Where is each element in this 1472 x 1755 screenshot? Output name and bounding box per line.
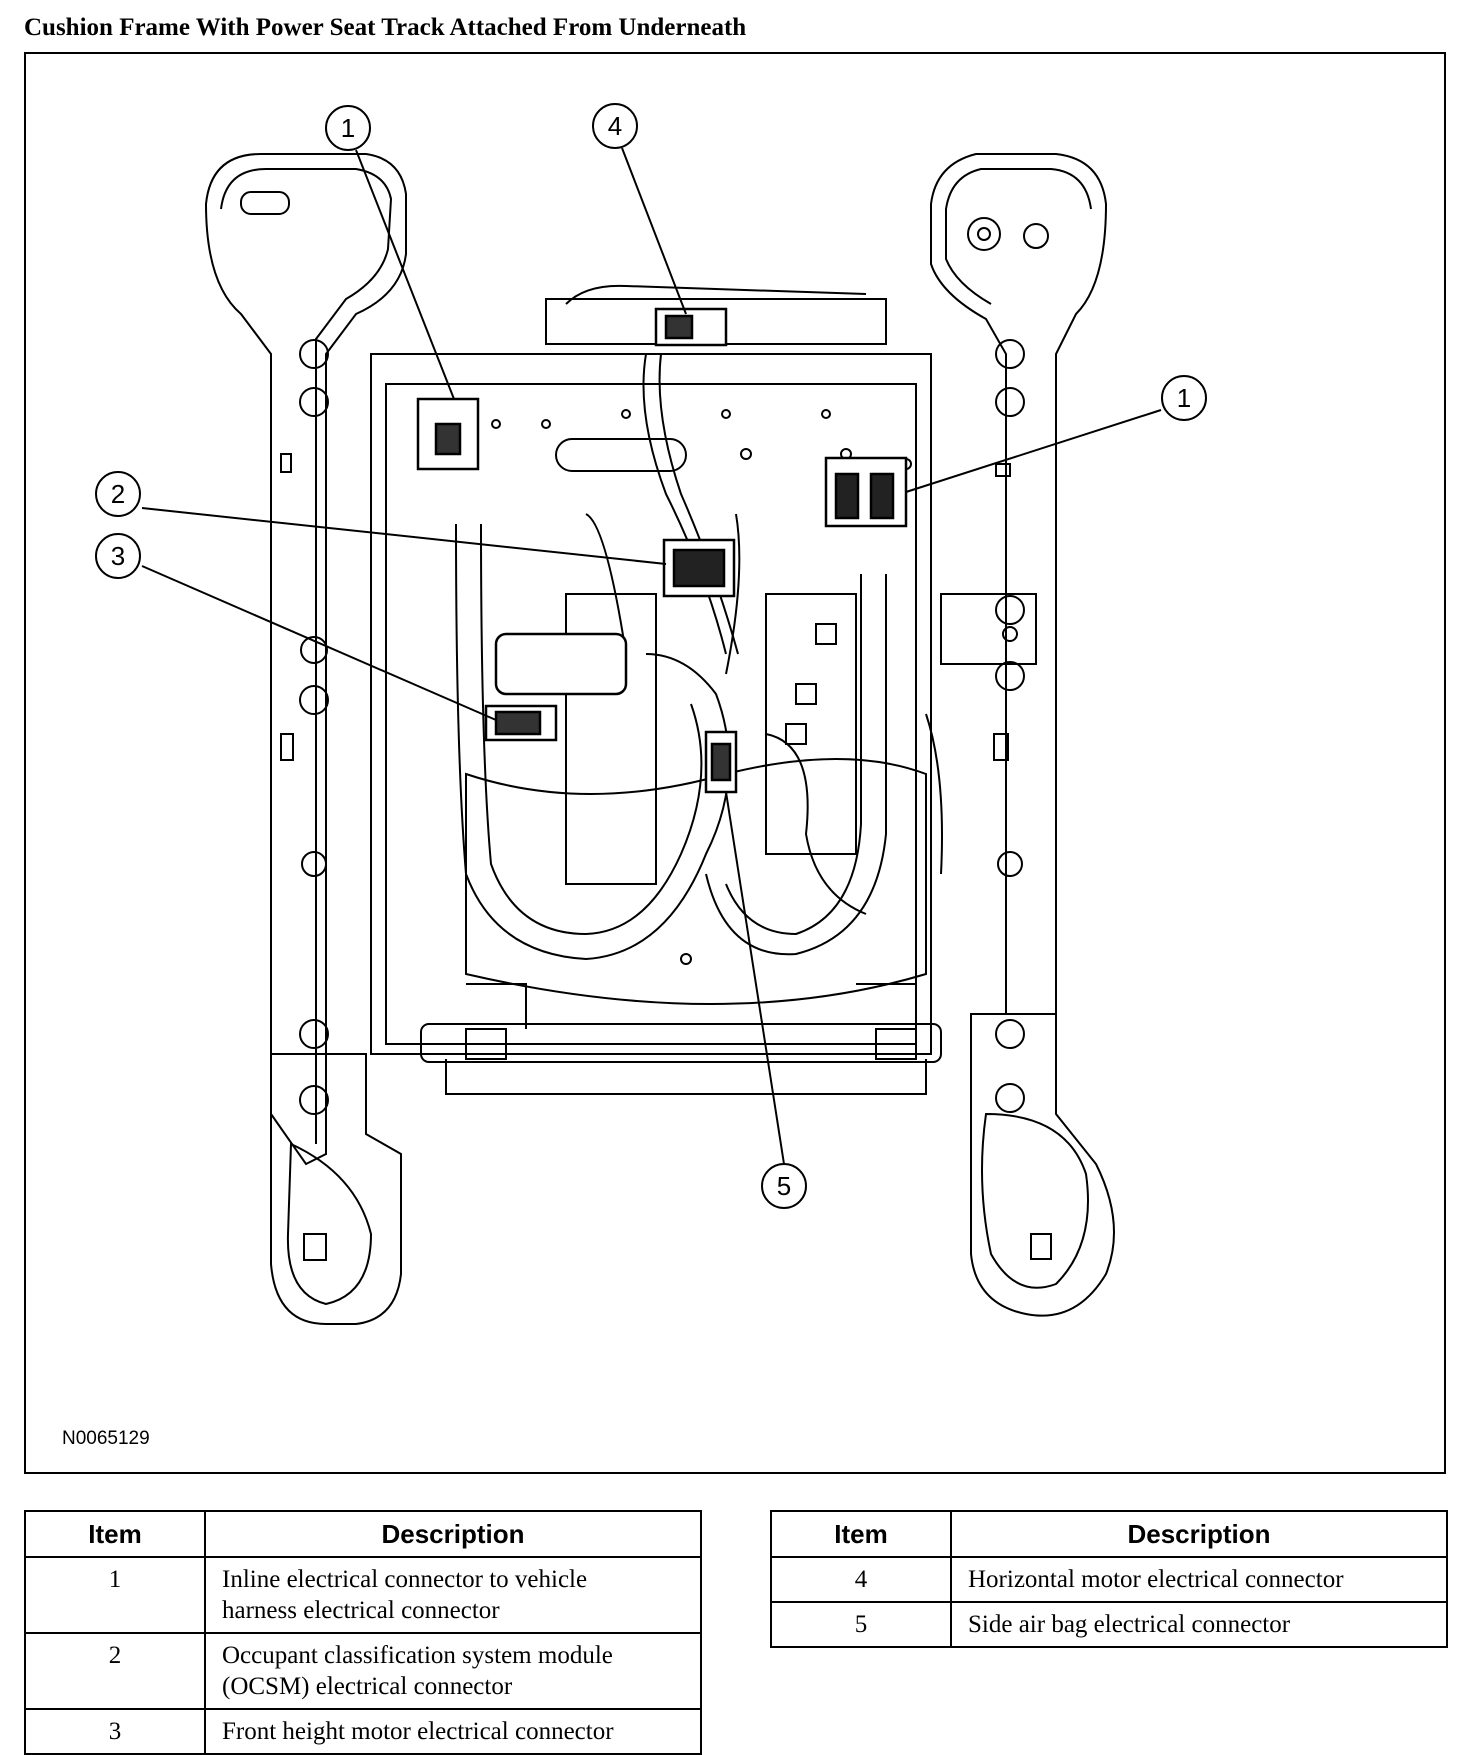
item-description: Inline electrical connector to vehicle h… — [204, 1556, 702, 1634]
leader-lines — [141, 147, 1162, 1165]
front-cross-tube — [420, 983, 942, 1095]
legend-header-row: Item Description — [24, 1510, 702, 1558]
description-line: harness electrical connector — [222, 1597, 500, 1624]
table-row: 3 Front height motor electrical connecto… — [24, 1708, 702, 1755]
description-line: Inline electrical connector to vehicle — [222, 1566, 588, 1593]
item-number: 2 — [24, 1632, 206, 1710]
callout-2 — [95, 471, 141, 517]
description-line: Front height motor electrical connector — [222, 1718, 614, 1745]
legend-table-left: Item Description 1 Inline electrical con… — [24, 1510, 702, 1755]
left-side-rail — [204, 153, 407, 1325]
callout-4 — [592, 103, 638, 149]
item-description: Front height motor electrical connector — [204, 1708, 702, 1755]
description-line: Horizontal motor electrical connector — [968, 1566, 1344, 1593]
callout-1-right — [1161, 375, 1207, 421]
callout-number-5: 5 — [777, 1171, 791, 1201]
callout-number-1-right: 1 — [1177, 383, 1191, 413]
column-header-item: Item — [770, 1510, 952, 1558]
page-title: Cushion Frame With Power Seat Track Atta… — [24, 14, 747, 41]
item-number: 1 — [24, 1556, 206, 1634]
description-line: Side air bag electrical connector — [968, 1611, 1291, 1638]
callout-1-left — [325, 105, 371, 151]
right-side-rail — [930, 153, 1115, 1317]
callout-3 — [95, 533, 141, 579]
item-number: 5 — [770, 1601, 952, 1648]
callout-number-1-left: 1 — [341, 113, 355, 143]
item-number: 3 — [24, 1708, 206, 1755]
table-row: 1 Inline electrical connector to vehicle… — [24, 1556, 702, 1634]
connectors — [416, 307, 908, 794]
callout-number-3: 3 — [111, 541, 125, 571]
item-description: Side air bag electrical connector — [950, 1601, 1448, 1648]
table-row: 5 Side air bag electrical connector — [770, 1601, 1448, 1648]
callout-number-2: 2 — [111, 479, 125, 509]
description-line: (OCSM) electrical connector — [222, 1673, 513, 1700]
table-row: 4 Horizontal motor electrical connector — [770, 1556, 1448, 1603]
seat-frame-drawing: 1 1 2 3 4 5 — [95, 103, 1207, 1325]
callout-5 — [761, 1163, 807, 1209]
description-line: Occupant classification system module — [222, 1642, 613, 1669]
item-number: 4 — [770, 1556, 952, 1603]
item-description: Occupant classification system module (O… — [204, 1632, 702, 1710]
figure-code: N0065129 — [62, 1428, 150, 1449]
legend-header-row: Item Description — [770, 1510, 1448, 1558]
callout-number-4: 4 — [608, 111, 622, 141]
callouts — [95, 103, 1207, 1209]
seat-frame-illustration: 1 1 2 3 4 5 N0065129 — [24, 52, 1446, 1474]
column-header-description: Description — [204, 1510, 702, 1558]
item-description: Horizontal motor electrical connector — [950, 1556, 1448, 1603]
column-header-description: Description — [950, 1510, 1448, 1558]
legend-table-right: Item Description 4 Horizontal motor elec… — [770, 1510, 1448, 1648]
column-header-item: Item — [24, 1510, 206, 1558]
table-row: 2 Occupant classification system module … — [24, 1632, 702, 1710]
